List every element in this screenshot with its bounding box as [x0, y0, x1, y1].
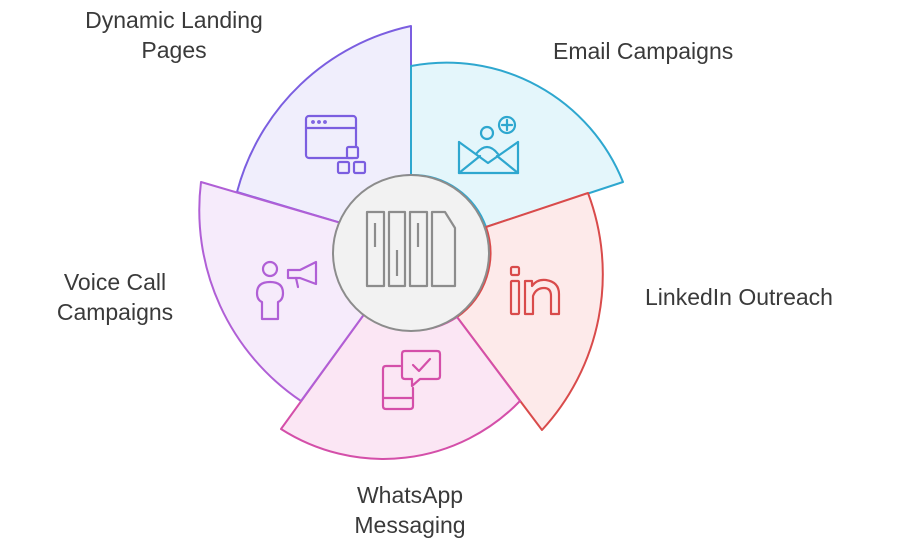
label-line: Email Campaigns [553, 38, 734, 64]
label-line: WhatsApp [356, 482, 464, 508]
label-linkedin-outreach: LinkedIn Outreach [645, 282, 833, 312]
label-line: Dynamic Landing [85, 7, 263, 33]
label-line: Voice Call [63, 269, 167, 295]
bookshelf-icon [365, 210, 457, 288]
label-voice-call-campaigns: Voice Call Campaigns [40, 267, 190, 327]
label-line: Campaigns [56, 299, 174, 325]
label-whatsapp-messaging: WhatsApp Messaging [320, 480, 500, 540]
browser-grid-icon [304, 114, 367, 175]
phone-chat-check-icon [381, 349, 442, 411]
label-dynamic-landing-pages: Dynamic Landing Pages [64, 5, 284, 65]
segment-email-campaigns [410, 61, 624, 228]
label-line: LinkedIn Outreach [645, 284, 833, 310]
label-line: Messaging [354, 512, 466, 538]
label-email-campaigns: Email Campaigns [553, 36, 733, 66]
center-hub [332, 174, 490, 332]
person-megaphone-icon [255, 260, 318, 321]
label-line: Pages [141, 37, 207, 63]
segment-shape [456, 192, 604, 431]
envelope-user-add-icon [457, 115, 520, 175]
linkedin-icon [509, 265, 561, 316]
segment-linkedin-outreach [456, 192, 604, 431]
